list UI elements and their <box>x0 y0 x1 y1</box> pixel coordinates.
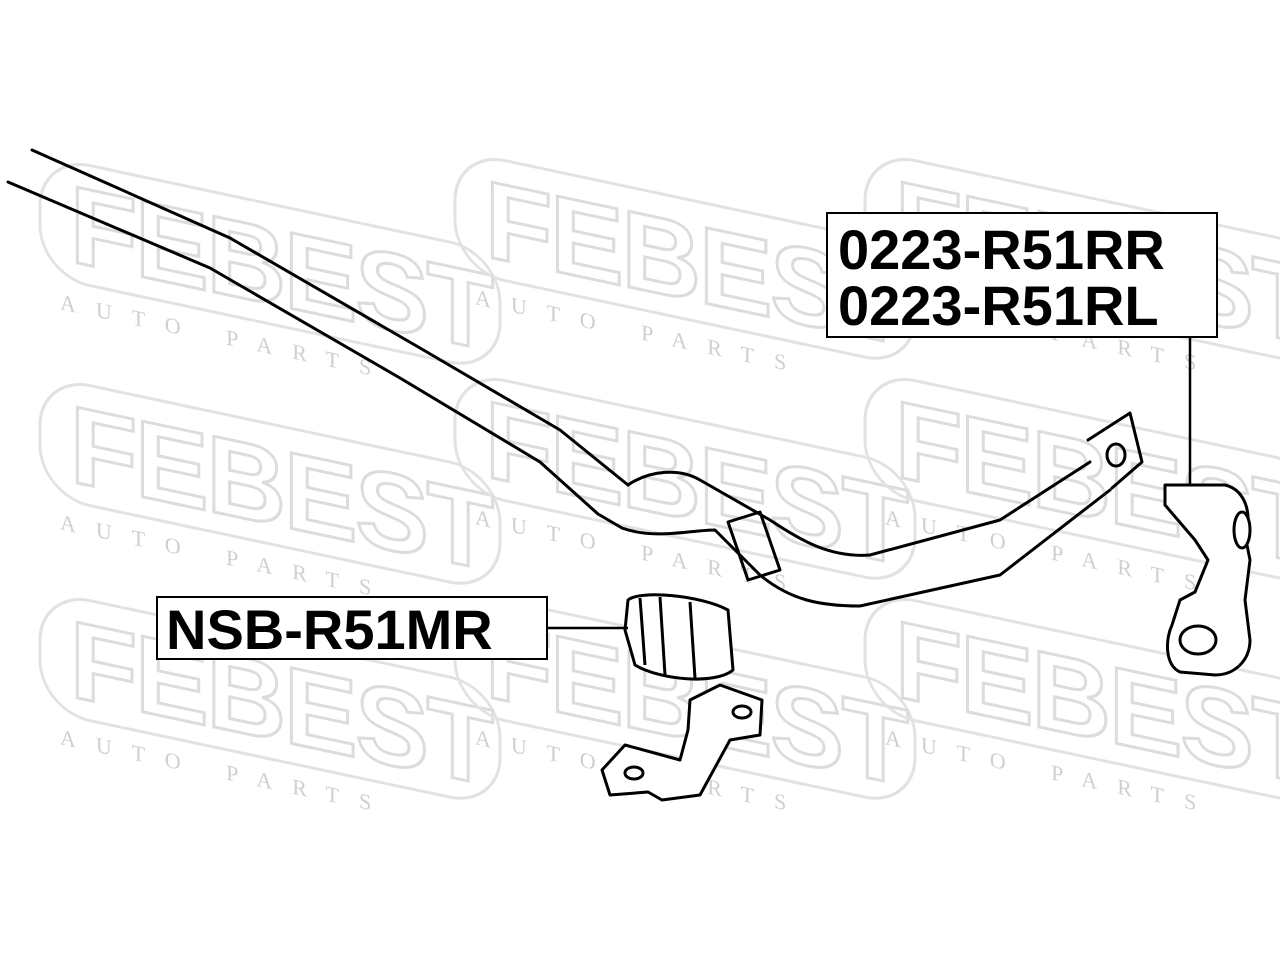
bushing-bracket <box>600 683 764 802</box>
watermark-tile: FEBEST AUTO PARTS <box>38 380 502 605</box>
stabilizer-bar <box>6 148 1144 608</box>
part-number-bushing: NSB-R51MR <box>166 598 493 661</box>
stabilizer-link <box>1163 483 1252 677</box>
part-number-rr: 0223-R51RR <box>838 218 1165 281</box>
part-label-stabilizer-link[interactable]: 0223-R51RR 0223-R51RL <box>826 212 1218 338</box>
stabilizer-bushing <box>623 593 735 681</box>
watermark-tile: FEBEST AUTO PARTS <box>38 160 502 385</box>
leader-lines <box>548 338 1192 630</box>
part-number-rl: 0223-R51RL <box>838 274 1159 337</box>
part-label-stabilizer-bushing[interactable]: NSB-R51MR <box>156 596 548 660</box>
